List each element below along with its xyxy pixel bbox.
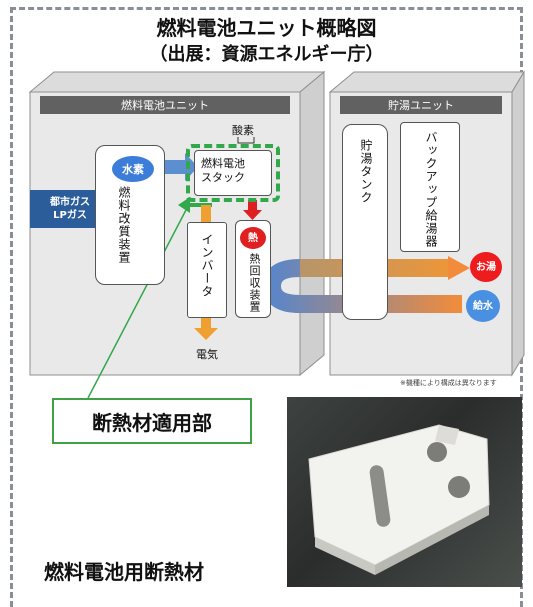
- stack-box: 燃料電池 スタック: [194, 150, 272, 196]
- backup-heater-box: バックアップ給湯器: [400, 122, 460, 252]
- hot-water-arrowhead: [448, 256, 470, 280]
- return-arrow: [178, 197, 212, 213]
- inverter-box: インバータ: [187, 222, 227, 318]
- source-caption: （出展：資源エネルギー庁）: [149, 44, 384, 65]
- storage-unit-side-face: [511, 70, 525, 377]
- fuel-unit-side-face: [299, 70, 325, 377]
- heat-badge: 熱: [240, 227, 266, 249]
- insulation-outline: [186, 144, 280, 202]
- heat-arrow: [243, 210, 262, 220]
- model-note: ※機種により構成は異なります: [400, 379, 497, 387]
- insulation-piece-svg: [308, 424, 490, 575]
- water-supply-badge: 給水: [466, 290, 500, 322]
- hot-water-badge: お湯: [470, 252, 502, 282]
- storage-unit-top-face: [328, 71, 525, 93]
- insulation-photo: [287, 397, 522, 587]
- insulation-callout: 断熱材適用部: [52, 398, 252, 444]
- tank-box: 貯湯タンク: [342, 124, 388, 320]
- heat-recovery-box: 熱 熱回収装置: [235, 220, 271, 318]
- inverter-label: インバータ: [200, 233, 214, 298]
- electricity-arrow: [194, 328, 218, 340]
- heat-recovery-label: 熱回収装置: [248, 253, 261, 313]
- city-gas-arrow: [30, 190, 112, 228]
- callout-pointer: [87, 209, 187, 399]
- heat-pipe: [262, 259, 462, 313]
- hydrogen-badge: 水素: [112, 156, 154, 182]
- reformer-label: 燃料改質装置: [117, 186, 131, 264]
- tank-label: 貯湯タンク: [359, 139, 373, 204]
- fuel-unit-top-face: [28, 71, 326, 93]
- backup-heater-label: バックアップ給湯器: [424, 131, 438, 248]
- diagram-title: 燃料電池ユニット概略図: [156, 16, 377, 40]
- fuel-unit-header: 燃料電池ユニット: [40, 96, 290, 114]
- oxygen-label: 酸素: [232, 124, 254, 137]
- city-gas-label: 都市ガス LPガス: [50, 197, 90, 221]
- stack-label: 燃料電池 スタック: [201, 157, 245, 184]
- storage-unit-header: 貯湯ユニット: [340, 96, 502, 114]
- insulation-material-label: 燃料電池用断熱材: [44, 560, 204, 584]
- electricity-label: 電気: [196, 348, 218, 361]
